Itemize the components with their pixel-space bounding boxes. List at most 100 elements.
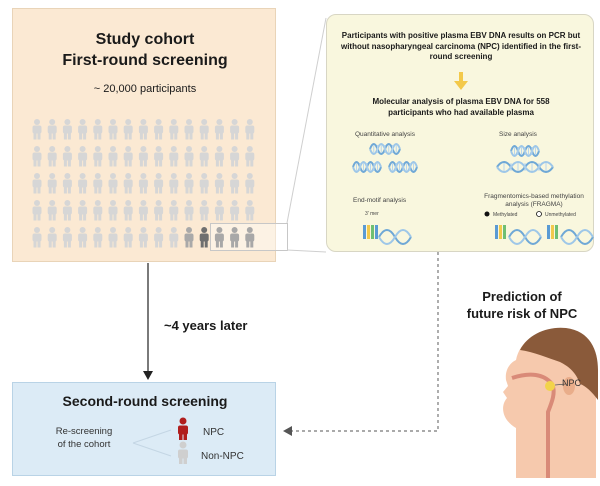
end-motif-dna-icon — [363, 225, 412, 245]
person-icon — [199, 146, 209, 167]
dna-illustrations — [352, 143, 594, 245]
person-icon — [154, 227, 164, 248]
person-icon — [169, 200, 179, 221]
person-icon — [230, 119, 240, 140]
person-icon — [169, 227, 179, 248]
cohort-participants-count: ~ 20,000 participants — [93, 83, 197, 95]
non-npc-outcome-label: Non-NPC — [201, 451, 244, 462]
person-icon — [184, 146, 194, 167]
analysis-header: Participants with positive plasma EBV DN… — [340, 31, 582, 61]
person-icon — [62, 227, 72, 248]
prediction-title: Prediction of future risk of NPC — [452, 288, 592, 322]
person-icon — [78, 119, 88, 140]
person-icon — [32, 200, 42, 221]
outcome-branches — [132, 417, 188, 464]
person-icon — [138, 227, 148, 248]
person-icon — [108, 200, 118, 221]
person-icon — [184, 173, 194, 194]
person-icon — [154, 146, 164, 167]
methylated-legend: Methylated — [493, 212, 518, 218]
person-icon — [47, 173, 57, 194]
methylated-marker-icon — [484, 211, 490, 217]
person-icon — [184, 200, 194, 221]
study-cohort-box: Study cohort First-round screening ~ 20,… — [12, 8, 288, 262]
prediction-line2: future risk of NPC — [466, 306, 578, 321]
person-icon — [108, 146, 118, 167]
analysis-title: Molecular analysis of plasma EBV DNA for… — [372, 97, 550, 117]
methylated-dna-icon — [495, 225, 542, 245]
person-icon — [154, 200, 164, 221]
cohort-title-line2: First-round screening — [62, 52, 228, 69]
person-icon — [62, 173, 72, 194]
person-icon — [230, 200, 240, 221]
followup-interval-label: ~4 years later — [164, 318, 248, 333]
dna-helix-icon — [496, 161, 554, 173]
person-icon — [78, 146, 88, 167]
person-icon — [245, 200, 255, 221]
person-icon — [138, 173, 148, 194]
person-icon — [32, 173, 42, 194]
second-round-box: Second-round screening Re-screening of t… — [12, 382, 276, 476]
person-icon — [108, 173, 118, 194]
person-icon — [123, 146, 133, 167]
person-icon — [47, 227, 57, 248]
prediction-line1: Prediction of — [482, 289, 562, 304]
dna-helix-icon — [369, 143, 401, 155]
selected-person-icon — [199, 227, 209, 248]
npc-person-icon — [178, 417, 188, 440]
size-analysis-label: Size analysis — [499, 131, 537, 138]
person-icon — [214, 146, 224, 167]
selected-person-icon — [230, 227, 240, 248]
person-icon — [32, 119, 42, 140]
person-icon — [184, 119, 194, 140]
person-icon — [138, 200, 148, 221]
person-icon — [214, 119, 224, 140]
molecular-analysis-panel: Participants with positive plasma EBV DN… — [326, 14, 594, 252]
person-icon — [123, 119, 133, 140]
person-icon — [78, 200, 88, 221]
selected-person-icon — [214, 227, 224, 248]
rescreening-label: Re-screening of the cohort — [39, 425, 129, 451]
person-icon — [62, 119, 72, 140]
person-icon — [245, 173, 255, 194]
person-icon — [230, 173, 240, 194]
unmethylated-legend: Unmethylated — [545, 212, 576, 218]
person-icon — [62, 200, 72, 221]
person-icon — [123, 173, 133, 194]
rescreening-line1: Re-screening — [55, 426, 113, 437]
person-icon — [93, 173, 103, 194]
selected-participants-box — [210, 223, 288, 251]
dna-helix-icon — [352, 161, 382, 173]
cohort-title: Study cohort First-round screening — [13, 29, 277, 71]
person-icon — [62, 146, 72, 167]
person-icon — [245, 119, 255, 140]
fragma-analysis-label: Fragmentomics-based methylation analysis… — [484, 193, 584, 208]
rescreening-line2: of the cohort — [57, 439, 111, 450]
people-icon-grid — [32, 119, 255, 248]
down-arrow-icon — [454, 72, 468, 90]
person-icon — [108, 119, 118, 140]
person-icon — [169, 146, 179, 167]
dna-helix-icon — [388, 161, 418, 173]
person-icon — [199, 173, 209, 194]
person-icon — [47, 146, 57, 167]
person-icon — [32, 227, 42, 248]
head-npc-label: NPC — [562, 378, 582, 388]
person-icon — [78, 227, 88, 248]
person-icon — [245, 146, 255, 167]
person-icon — [214, 173, 224, 194]
person-icon — [138, 119, 148, 140]
person-icon — [169, 173, 179, 194]
person-icon — [123, 200, 133, 221]
person-icon — [199, 200, 209, 221]
person-icon — [214, 200, 224, 221]
selected-person-icon — [245, 227, 255, 248]
motif-label: 3' mer — [365, 211, 379, 217]
end-motif-analysis-label: End-motif analysis — [353, 197, 407, 204]
person-icon — [93, 146, 103, 167]
person-icon — [138, 146, 148, 167]
person-icon — [93, 200, 103, 221]
